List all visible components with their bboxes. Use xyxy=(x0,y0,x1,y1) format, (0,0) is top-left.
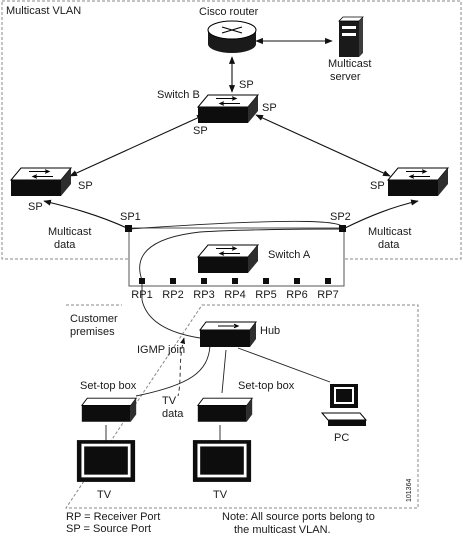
tv-right-label: TV xyxy=(213,489,228,501)
right-switch-icon xyxy=(387,167,449,197)
settop-box-left-label: Set-top box xyxy=(80,380,137,392)
receiver-port-marker xyxy=(170,278,176,284)
legend-sp: SP = Source Port xyxy=(66,523,151,535)
receiver-port-marker xyxy=(294,278,300,284)
hub-icon xyxy=(199,321,257,347)
switch-b-sp-left-label: SP xyxy=(193,125,208,137)
receiver-port-marker xyxy=(139,278,145,284)
receiver-port-label: RP4 xyxy=(224,289,245,301)
receiver-port-label: RP7 xyxy=(317,289,338,301)
receiver-port-label: RP5 xyxy=(255,289,276,301)
receiver-port-labels: RP1 RP2 RP3 RP4 RP5 RP6 RP7 xyxy=(131,289,338,301)
sp1-label: SP1 xyxy=(120,211,141,223)
multicast-vlan-label: Multicast VLAN xyxy=(6,5,81,17)
sp2-label: SP2 xyxy=(330,211,351,223)
tv-right-icon xyxy=(192,440,252,482)
left-switch-sp-right-label: SP xyxy=(78,180,93,192)
switch-a-icon xyxy=(197,244,259,274)
switch-b-label: Switch B xyxy=(157,89,200,101)
igmp-join-label: IGMP join xyxy=(137,344,185,356)
receiver-port-markers xyxy=(139,278,331,284)
receiver-port-marker xyxy=(325,278,331,284)
settop-box-left-icon xyxy=(81,397,137,423)
switch-b-sp-right-label: SP xyxy=(262,102,277,114)
cisco-router xyxy=(207,20,257,53)
receiver-port-label: RP1 xyxy=(131,289,152,301)
source-port-markers xyxy=(125,225,346,232)
right-switch-sp-label: SP xyxy=(370,180,385,192)
figure-id: 101364 xyxy=(406,479,413,502)
left-switch-icon xyxy=(10,167,72,197)
cisco-router-label: Cisco router xyxy=(199,6,259,18)
tv-left-label: TV xyxy=(97,489,112,501)
receiver-port-marker xyxy=(232,278,238,284)
settop-box-right-label: Set-top box xyxy=(238,380,295,392)
switch-b-icon xyxy=(197,94,259,124)
hub-label: Hub xyxy=(260,325,280,337)
receiver-port-marker xyxy=(201,278,207,284)
network-links xyxy=(43,37,419,443)
pc-icon xyxy=(320,384,368,426)
receiver-port-label: RP6 xyxy=(286,289,307,301)
multicast-server xyxy=(338,16,364,57)
settop-box-right-icon xyxy=(197,397,253,423)
tv-left-icon xyxy=(76,440,136,482)
switch-a-label: Switch A xyxy=(268,249,311,261)
receiver-port-label: RP2 xyxy=(162,289,183,301)
switch-b-sp-top-label: SP xyxy=(239,79,254,91)
receiver-port-label: RP3 xyxy=(193,289,214,301)
receiver-port-marker xyxy=(263,278,269,284)
pc-label: PC xyxy=(334,432,349,444)
legend-rp: RP = Receiver Port xyxy=(66,511,160,523)
left-switch-sp-bottom-label: SP xyxy=(28,201,43,213)
